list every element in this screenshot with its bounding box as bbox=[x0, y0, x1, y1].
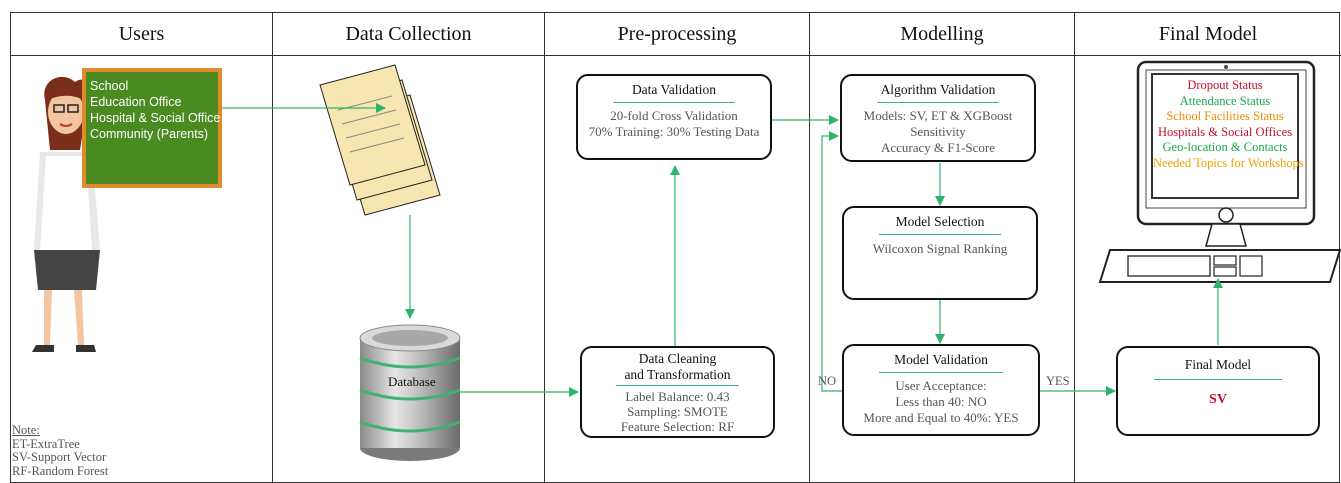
note-line: SV-Support Vector bbox=[12, 450, 107, 464]
lane-modelling: Modelling bbox=[810, 13, 1075, 482]
data-validation-line: 70% Training: 30% Testing Data bbox=[588, 124, 760, 139]
title-divider bbox=[616, 385, 739, 386]
monitor-item: School Facilities Status bbox=[1166, 109, 1284, 123]
model-validation-line: More and Equal to 40%: YES bbox=[863, 410, 1019, 425]
monitor-item: Geo-location & Contacts bbox=[1162, 140, 1288, 154]
model-validation-title: Model Validation bbox=[894, 352, 988, 367]
final-model-title: Final Model bbox=[1184, 357, 1252, 372]
model-selection-title: Model Selection bbox=[895, 214, 985, 229]
lane-title-users: Users bbox=[11, 13, 272, 56]
data-validation-title: Data Validation bbox=[631, 82, 717, 97]
user-group-education-office: Education Office bbox=[90, 95, 182, 109]
data-cleaning-line: Feature Selection: RF bbox=[620, 419, 735, 434]
data-validation-line: 20-fold Cross Validation bbox=[610, 108, 738, 123]
user-group-community: Community (Parents) bbox=[90, 127, 209, 141]
model-validation-line: Less than 40: NO bbox=[895, 394, 987, 409]
lane-users: Users bbox=[11, 13, 273, 482]
final-model-value: SV bbox=[1209, 392, 1227, 407]
edge-label-no: NO bbox=[818, 374, 837, 388]
user-groups-board: School Education Office Hospital & Socia… bbox=[82, 68, 222, 188]
lane-pre-processing: Pre-processing bbox=[545, 13, 810, 482]
data-cleaning-line: Sampling: SMOTE bbox=[627, 404, 728, 419]
model-selection-line: Wilcoxon Signal Ranking bbox=[872, 241, 1008, 256]
user-group-school: School bbox=[90, 79, 129, 93]
data-cleaning-title: Data Cleaning and Transformation bbox=[582, 351, 773, 383]
note-line: ET-ExtraTree bbox=[12, 436, 80, 451]
data-cleaning-line: Label Balance: 0.43 bbox=[625, 389, 730, 404]
monitor-item: Needed Topics for Workshops bbox=[1153, 155, 1304, 170]
lane-data-collection: Data Collection bbox=[273, 13, 545, 482]
model-validation-line: User Acceptance: bbox=[895, 378, 987, 393]
title-divider bbox=[878, 372, 1004, 373]
edge-label-yes: YES bbox=[1046, 374, 1070, 388]
data-validation-box: Data Validation 20-fold Cross Validation… bbox=[576, 74, 772, 160]
algorithm-validation-line: Sensitivity bbox=[910, 124, 966, 139]
algorithm-validation-box: Algorithm Validation Models: SV, ET & XG… bbox=[840, 74, 1036, 162]
monitor-item: Dropout Status bbox=[1187, 78, 1263, 92]
abbreviation-note: Note: ET-ExtraTree SV-Support Vector RF-… bbox=[12, 423, 109, 478]
note-heading: Note: bbox=[12, 423, 40, 437]
monitor-item: Hospitals & Social Offices bbox=[1157, 124, 1293, 139]
data-cleaning-title-line: and Transformation bbox=[624, 367, 731, 382]
algorithm-validation-line: Accuracy & F1-Score bbox=[880, 140, 996, 155]
final-model-box: Final Model SV bbox=[1116, 346, 1320, 436]
title-divider bbox=[612, 102, 736, 103]
data-cleaning-box: Data Cleaning and Transformation Label B… bbox=[580, 346, 775, 438]
note-line: RF-Random Forest bbox=[12, 463, 109, 478]
database-label: Database bbox=[388, 374, 436, 389]
title-divider bbox=[1154, 379, 1282, 380]
lane-title-pre-processing: Pre-processing bbox=[545, 13, 809, 56]
model-selection-box: Model Selection Wilcoxon Signal Ranking bbox=[842, 206, 1038, 300]
lane-title-final-model: Final Model bbox=[1075, 13, 1341, 56]
lane-title-modelling: Modelling bbox=[810, 13, 1074, 56]
title-divider bbox=[878, 234, 1002, 235]
model-validation-box: Model Validation User Acceptance: Less t… bbox=[842, 344, 1040, 436]
algorithm-validation-title: Algorithm Validation bbox=[880, 82, 996, 97]
monitor-item: Attendance Status bbox=[1179, 93, 1271, 108]
user-group-hospital-social-office: Hospital & Social Office bbox=[90, 111, 221, 125]
title-divider bbox=[876, 102, 1000, 103]
lane-final-model: Final Model bbox=[1075, 13, 1341, 482]
lane-title-data-collection: Data Collection bbox=[273, 13, 544, 56]
algorithm-validation-line: Models: SV, ET & XGBoost bbox=[863, 108, 1013, 123]
data-cleaning-title-line: Data Cleaning bbox=[638, 351, 717, 366]
